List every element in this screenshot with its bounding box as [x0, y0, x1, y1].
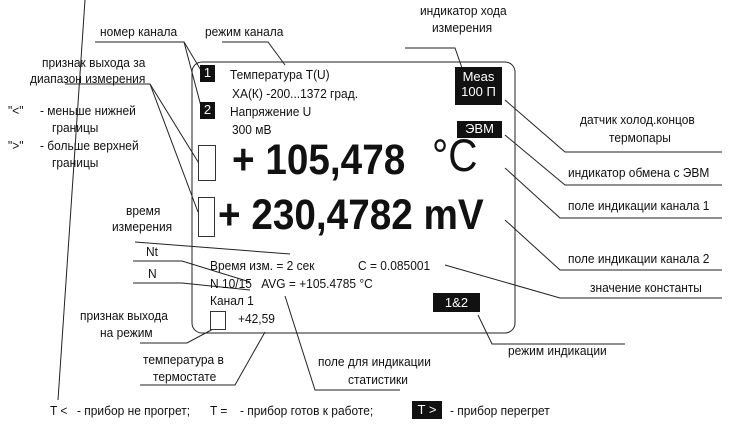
- leader-n: [133, 282, 251, 291]
- legend-t-greater-desc: - прибор перегрет: [450, 403, 550, 418]
- channel2-range: 300 мВ: [232, 122, 272, 137]
- pc-indicator: ЭВМ: [457, 121, 502, 138]
- leader-time: [134, 241, 291, 255]
- leader-mode-reached: [140, 327, 216, 344]
- label-pc-exchange: индикатор обмена с ЭВМ: [568, 165, 710, 180]
- label-display-mode: режим индикации: [508, 343, 607, 358]
- label-channel-mode: режим канала: [205, 24, 284, 39]
- label-less-1: - меньше нижней: [40, 103, 136, 118]
- channel2-badge: 2: [200, 102, 215, 119]
- label-ch2-field: поле индикации канала 2: [568, 251, 710, 266]
- label-channel-number: номер канала: [100, 24, 178, 39]
- leader-cold-junction: [504, 99, 722, 153]
- meas-line2: 100 П: [461, 84, 496, 99]
- channel2-value: + 230,4782 mV: [218, 191, 484, 239]
- label-cold-junction-2: термопары: [609, 130, 671, 145]
- display-frame: [191, 61, 516, 334]
- channel1-badge: 1: [200, 65, 215, 82]
- mode-badge: 1&2: [433, 293, 480, 312]
- label-less-symbol: "<": [8, 103, 24, 118]
- label-progress-2: измерения: [432, 20, 493, 35]
- legend-t-less-desc: - прибор не прогрет;: [77, 403, 191, 418]
- label-thermostat-2: термостате: [153, 369, 217, 384]
- stats-text: N 10/15 AVG = +105.4785 °C: [210, 276, 373, 291]
- label-time-2: измерения: [112, 219, 173, 234]
- label-greater-symbol: ">": [8, 138, 24, 153]
- leader-channel-number-2: [183, 41, 203, 111]
- label-stats-2: статистики: [348, 372, 408, 387]
- leader-legend: [57, 0, 86, 401]
- label-nt: Nt: [146, 244, 158, 259]
- constant-text: C = 0.085001: [358, 258, 431, 273]
- label-thermostat-1: температура в: [143, 352, 224, 367]
- legend-t-greater: T >: [412, 401, 442, 419]
- label-cold-junction-1: датчик холод.концов: [580, 112, 695, 127]
- channel1-unit: °C: [432, 130, 478, 181]
- legend-t-eq-desc: - прибор готов к работе;: [240, 403, 374, 418]
- label-constant: значение константы: [590, 280, 702, 295]
- meas-line1: Meas: [462, 69, 495, 84]
- label-n: N: [148, 266, 157, 281]
- leader-pc: [504, 134, 722, 186]
- range-flag-2: [198, 197, 215, 237]
- range-flag-1: [198, 145, 216, 181]
- channel1-mode: Температура T(U): [230, 67, 330, 82]
- label-mode-reached-1: признак выхода: [80, 308, 168, 323]
- label-greater-2: границы: [52, 155, 99, 170]
- label-progress-1: индикатор хода: [420, 3, 507, 18]
- label-stats-1: поле для индикации: [318, 354, 431, 369]
- leader-thermostat: [140, 331, 266, 386]
- channel1-range: ХА(К) -200...1372 град.: [232, 86, 359, 101]
- label-greater-1: - больше верхней: [40, 138, 139, 153]
- legend-t-eq: T =: [210, 403, 228, 418]
- label-mode-reached-2: на режим: [100, 325, 153, 340]
- leader-stats: [284, 295, 400, 391]
- label-time-1: время: [126, 203, 161, 218]
- leader-ch1: [504, 167, 722, 219]
- channel1-value: + 105,478: [232, 136, 406, 184]
- channel2-mode: Напряжение U: [230, 104, 312, 119]
- label-range-1: признак выхода за: [42, 55, 146, 70]
- leader-nt: [133, 260, 251, 283]
- leader-channel-mode: [222, 41, 286, 66]
- label-ch1-field: поле индикации канала 1: [568, 198, 710, 213]
- thermostat-channel: Канал 1: [210, 293, 254, 308]
- meas-indicator: Meas 100 П: [455, 67, 502, 105]
- label-range-2: диапазон измерения: [30, 71, 146, 86]
- leader-progress: [405, 47, 463, 69]
- legend-t-less: T <: [50, 403, 68, 418]
- mode-reached-flag: [210, 311, 226, 330]
- leader-display-mode: [477, 314, 625, 345]
- leader-ch2: [504, 219, 722, 271]
- leader-range-2: [149, 83, 199, 213]
- thermostat-temp: +42,59: [238, 311, 275, 326]
- time-text: Время изм. = 2 сек: [210, 258, 315, 273]
- leader-constant: [444, 264, 722, 299]
- label-less-2: границы: [52, 120, 99, 135]
